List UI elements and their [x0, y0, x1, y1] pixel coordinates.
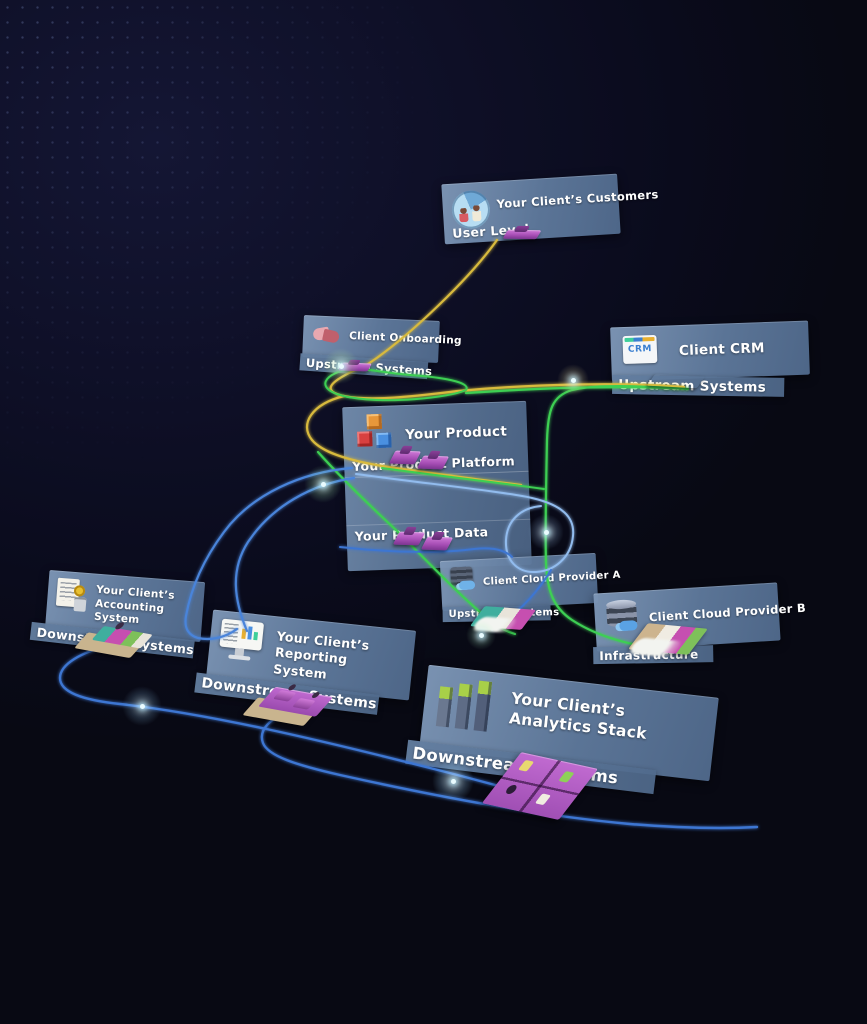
truck-cab [427, 450, 442, 459]
node-crm[interactable]: CRM Client CRM Upstream Systems [610, 320, 810, 397]
server-cloud-icon [448, 566, 477, 593]
cloud-shape [458, 580, 476, 591]
pad-crm [647, 374, 706, 389]
truck-cab [513, 226, 530, 232]
calculator-shape [73, 597, 87, 612]
mini-bar [253, 631, 259, 641]
flow-pulse-core [450, 778, 456, 784]
node-onboarding[interactable]: Client Onboarding Upstream Systems [299, 315, 462, 380]
truck-cab [399, 445, 414, 454]
flow-pulse [304, 465, 342, 503]
crm-screen-label: CRM [627, 344, 653, 355]
person-figure [471, 205, 482, 222]
person-figure [458, 207, 469, 223]
truck-cab [403, 526, 418, 535]
truck-cab [347, 359, 362, 365]
cloud-shape [619, 620, 638, 632]
flow-pulse-core [320, 481, 326, 487]
data-truck [502, 226, 542, 240]
hand-shape [321, 328, 341, 344]
node-cloud-a[interactable]: Client Cloud Provider A Upstream Systems [439, 552, 621, 623]
node-product-title: Your Product [404, 423, 508, 444]
node-accounting-title: Your Client’s Accounting System [93, 583, 176, 627]
cubes-icon [354, 413, 395, 452]
node-reporting[interactable]: Your Client’s Reporting System Downstrea… [194, 609, 417, 715]
flow-pulse [557, 364, 589, 396]
flow-product-to-reporting [234, 476, 356, 633]
cube-orange [366, 413, 382, 430]
server-tower [454, 683, 473, 730]
flow-pulse-core [139, 703, 145, 709]
flow-pulse [528, 514, 564, 550]
database-cloud-icon [604, 598, 642, 636]
truck-cab [431, 531, 446, 540]
chart-monitor-icon [218, 618, 268, 666]
server-stack-icon [435, 676, 501, 738]
flow-pulse [122, 686, 162, 726]
cube-blue [376, 432, 392, 449]
data-truck [338, 359, 372, 372]
doc-text-lines [222, 622, 239, 645]
invoice-icon [55, 577, 90, 616]
background-dot-grid [0, 0, 430, 470]
cube-red [357, 431, 373, 447]
crm-screen-icon: CRM [622, 334, 658, 365]
flow-pulse-core [543, 529, 549, 535]
node-crm-title: Client CRM [678, 340, 766, 360]
server-tower [473, 680, 493, 732]
coin-shape [73, 584, 86, 597]
flow-pulse-core [478, 632, 484, 638]
crm-screen-topbar [624, 336, 655, 342]
handshake-icon [312, 323, 342, 346]
flow-product-to-accounting [184, 466, 354, 641]
monitor-base [228, 654, 251, 661]
flow-pulse-core [570, 377, 576, 383]
